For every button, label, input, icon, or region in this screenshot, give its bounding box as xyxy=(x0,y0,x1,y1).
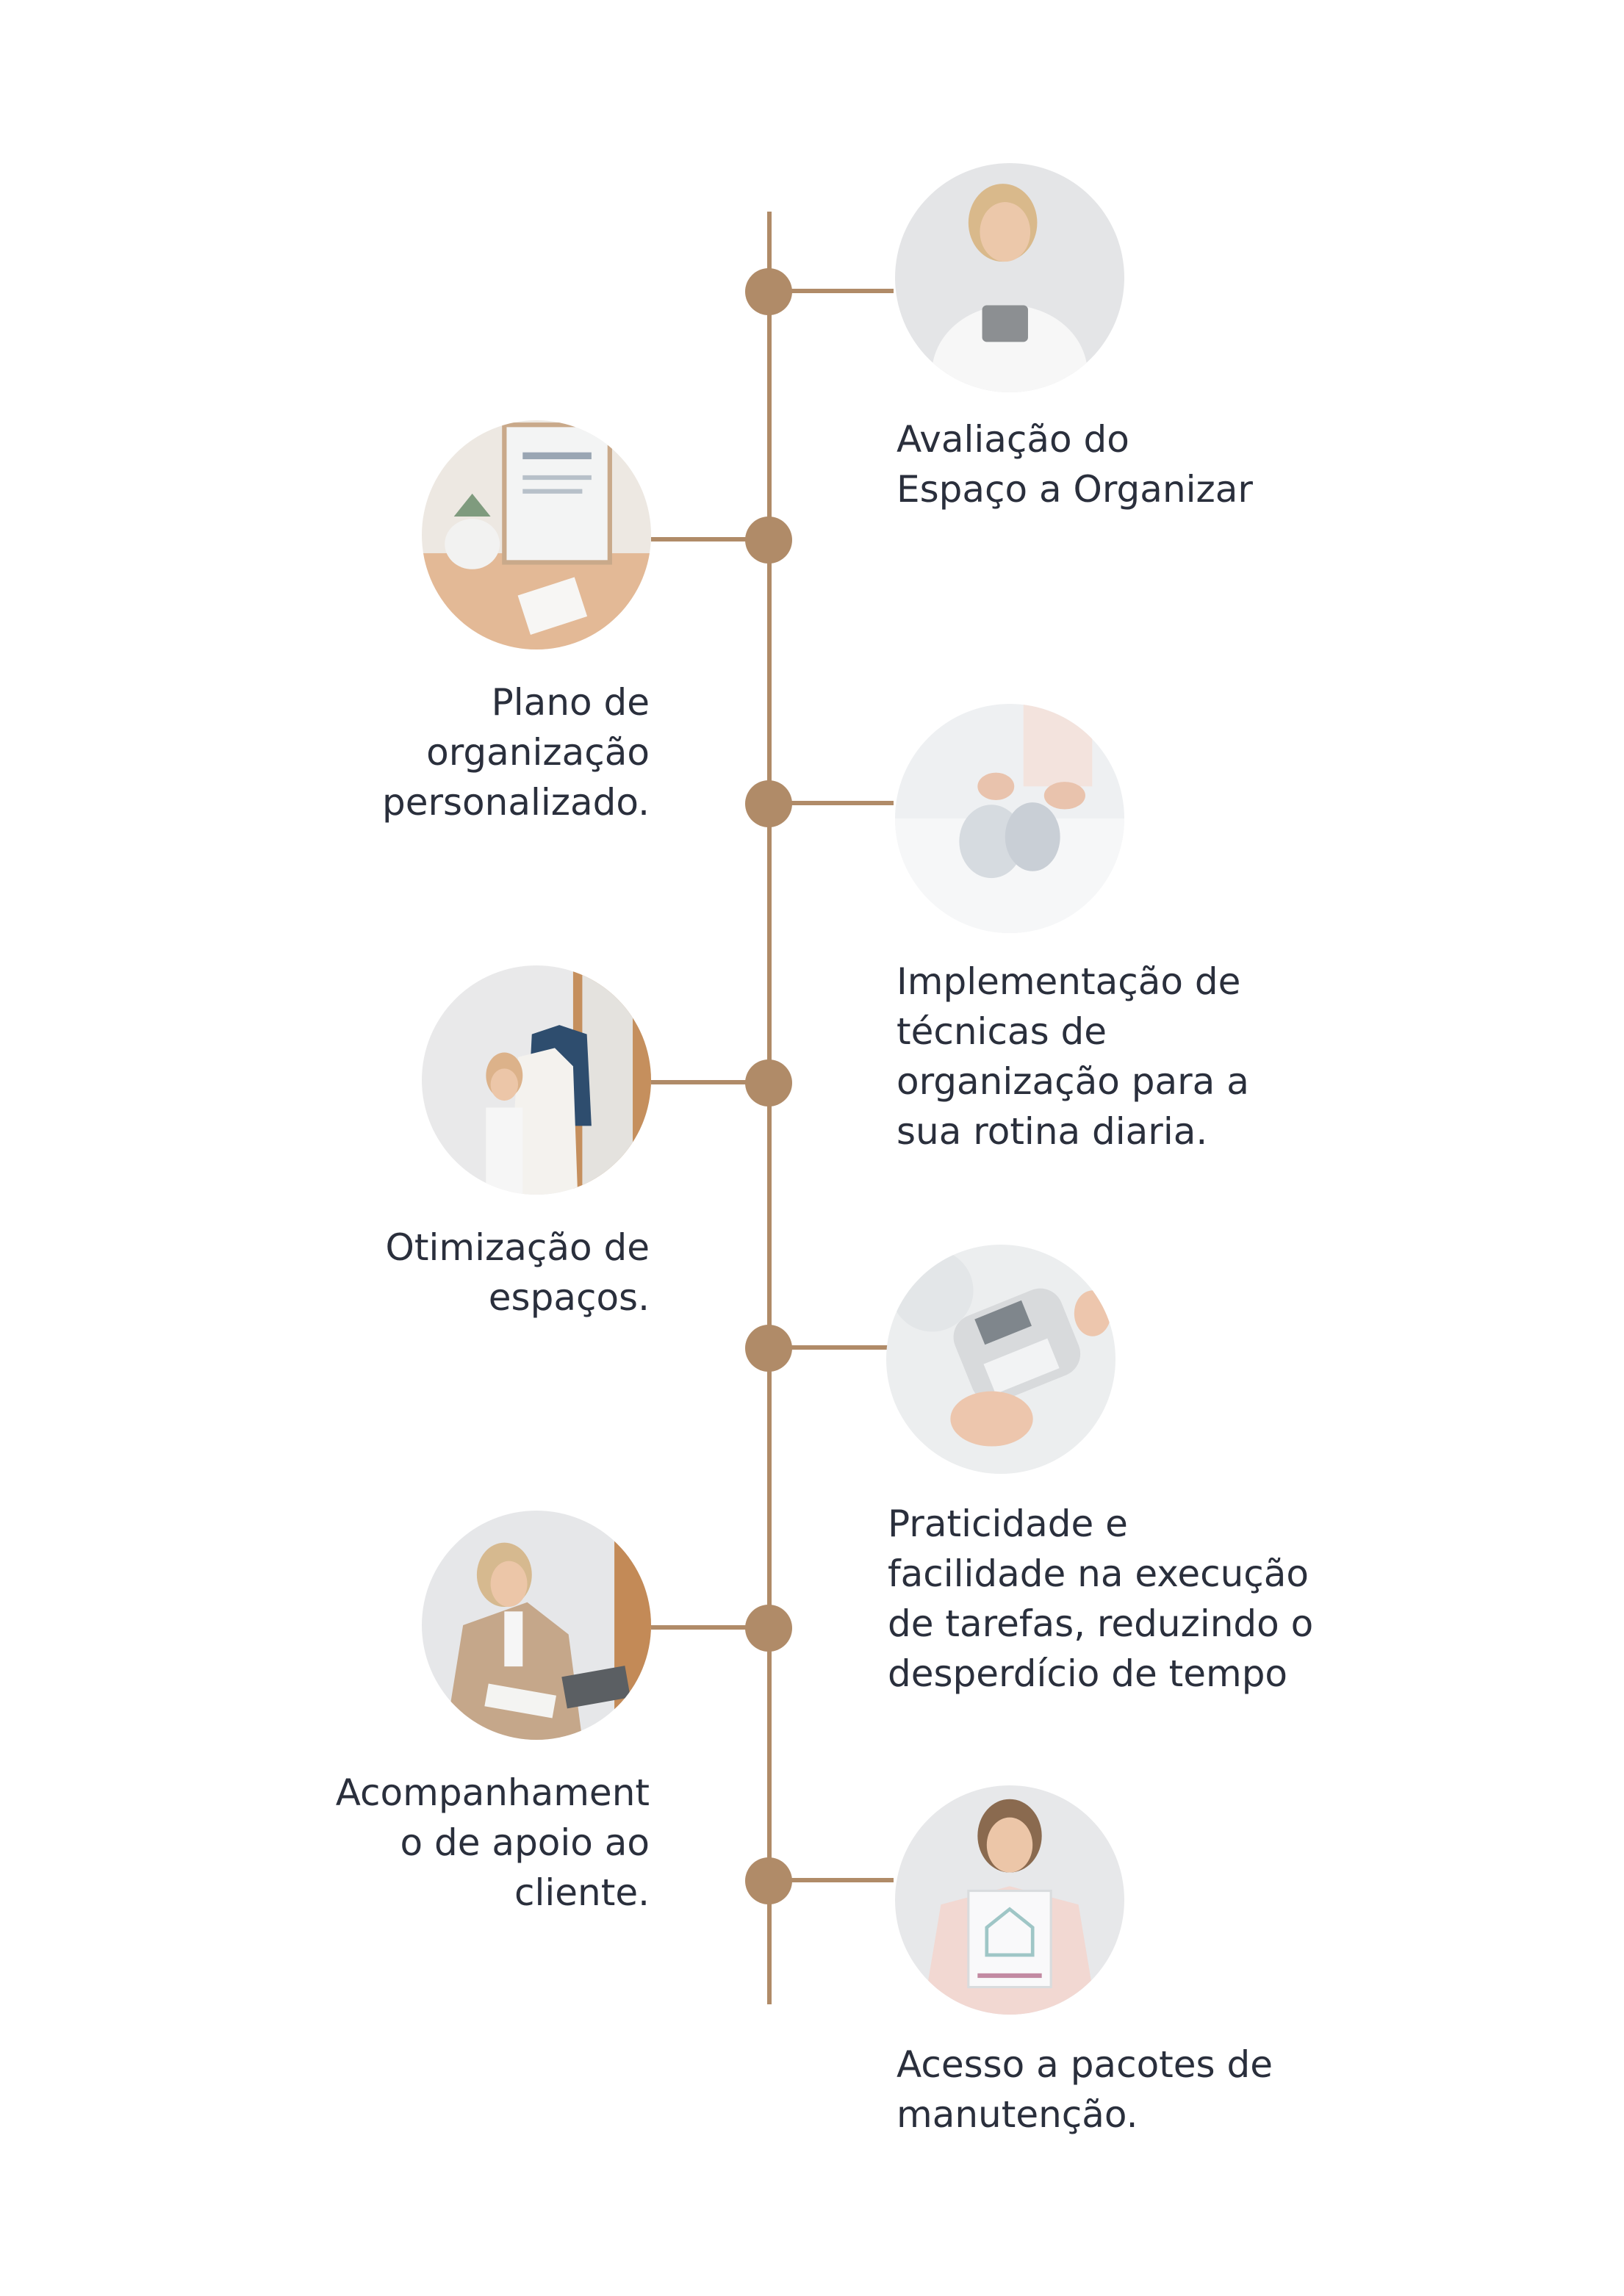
timeline-spine xyxy=(767,212,772,2004)
timeline-dot-6 xyxy=(745,1605,792,1652)
connector-3 xyxy=(769,801,894,805)
step-7-label: Acesso a pacotes de manutenção. xyxy=(897,2043,1273,2136)
photo-woman-reading-laptop xyxy=(422,1511,651,1740)
timeline-dot-2 xyxy=(745,517,792,564)
step-3-label: Implementação de técnicas de organização… xyxy=(897,960,1249,1153)
photo-woman-holding-notebook xyxy=(895,163,1124,392)
step-6-label: Acompanhament o de apoio ao cliente. xyxy=(335,1771,650,1914)
connector-5 xyxy=(769,1345,894,1350)
connector-2 xyxy=(651,537,769,541)
photo-folding-clothes xyxy=(895,704,1124,933)
photo-label-maker xyxy=(886,1245,1115,1474)
timeline-dot-7 xyxy=(745,1857,792,1904)
timeline-dot-5 xyxy=(745,1325,792,1372)
connector-1 xyxy=(769,289,894,293)
connector-7 xyxy=(769,1878,894,1882)
photo-woman-holding-card xyxy=(895,1785,1124,2015)
connector-4 xyxy=(651,1080,769,1084)
step-1-label: Avaliação do Espaço a Organizar xyxy=(897,418,1253,511)
timeline-dot-4 xyxy=(745,1059,792,1106)
connector-6 xyxy=(651,1625,769,1630)
photo-wardrobe-shirts xyxy=(422,965,651,1195)
step-5-label: Praticidade e facilidade na execução de … xyxy=(888,1503,1314,1695)
step-2-label: Plano de organização personalizado. xyxy=(381,681,650,824)
step-4-label: Otimização de espaços. xyxy=(385,1226,650,1319)
photo-dreams-frame-desk xyxy=(422,420,651,649)
timeline-dot-1 xyxy=(745,268,792,315)
timeline-dot-3 xyxy=(745,780,792,827)
